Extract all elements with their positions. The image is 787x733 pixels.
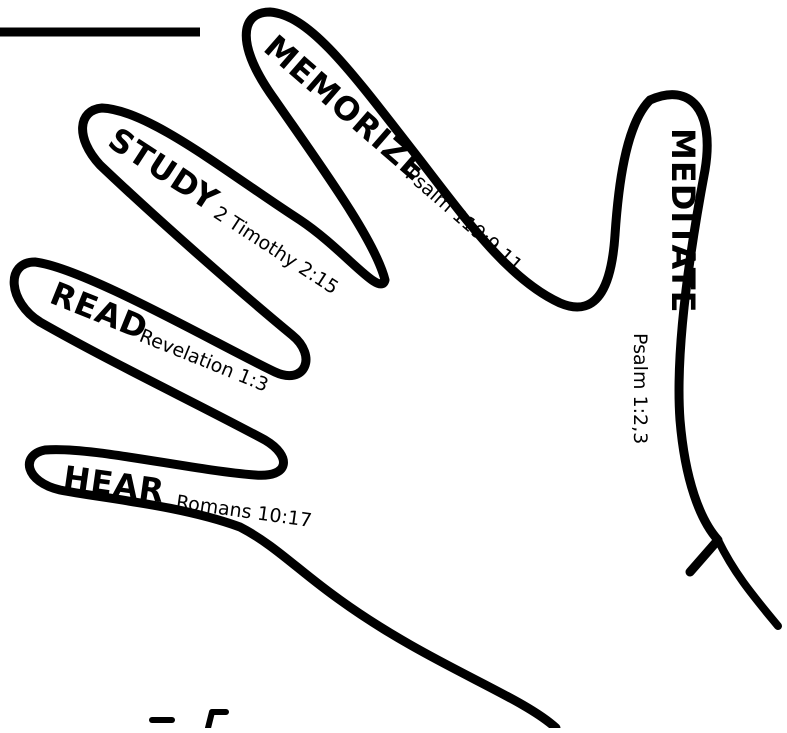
wrist-line [718,540,778,626]
finger-study: STUDY 2 Timothy 2:15 [102,120,351,300]
meditate-reference: Psalm 1:2,3 [629,333,651,444]
meditate-word: MEDITATE [664,128,702,313]
finger-memorize: MEMORIZE Psalm 119:9,11 [257,27,537,277]
hear-word: HEAR [61,458,167,510]
memorize-reference: Psalm 119:9,11 [401,163,527,276]
small-tick [208,712,226,728]
finger-meditate: MEDITATE Psalm 1:2,3 [629,128,702,444]
